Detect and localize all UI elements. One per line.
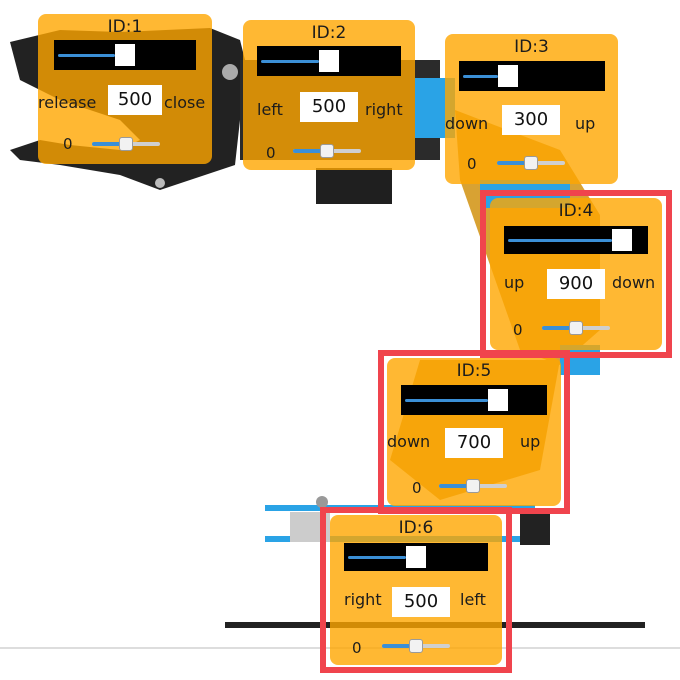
servo-1-min-label: release	[38, 93, 97, 112]
servo-3-zero-label: 0	[467, 155, 477, 173]
servo-4-title: ID:4	[558, 201, 594, 221]
servo-3-value-field[interactable]: 300	[502, 105, 560, 135]
wrist-servo-body	[316, 168, 392, 204]
servo-6-zero-label: 0	[352, 639, 362, 657]
servo-2-title: ID:2	[311, 23, 347, 43]
servo-1-slider-thumb[interactable]	[115, 44, 135, 66]
servo-6-fine-fill	[382, 644, 416, 648]
servo-2-fine-fill	[293, 149, 327, 153]
servo-2-min-label: left	[257, 100, 283, 119]
servo-3-title: ID:3	[514, 37, 549, 57]
servo-6-slider-thumb[interactable]	[406, 546, 426, 568]
servo-3-fine-thumb[interactable]	[524, 156, 538, 170]
servo-2-fine-slider[interactable]	[293, 144, 361, 158]
servo-1-slider-fill	[58, 54, 115, 57]
servo-5-fine-slider[interactable]	[439, 479, 507, 493]
servo-panel-1: ID:1 release 500 close 0	[38, 14, 212, 164]
gripper-screw-2	[155, 178, 165, 188]
servo-4-min-label: up	[504, 273, 525, 292]
servo-5-slider-fill	[405, 399, 488, 402]
servo-6-slider-fill	[348, 556, 406, 559]
servo-5-min-label: down	[387, 432, 431, 451]
servo-1-fine-thumb[interactable]	[119, 137, 133, 151]
servo-5-max-label: up	[520, 432, 541, 451]
servo-6-value-field[interactable]: 500	[392, 587, 450, 617]
servo-1-fine-slider[interactable]	[92, 137, 160, 151]
servo-2-slider-thumb[interactable]	[319, 50, 339, 72]
servo-1-fine-fill	[92, 142, 126, 146]
servo-panel-2: ID:2 left 500 right 0	[243, 20, 415, 170]
servo-5-slider[interactable]	[401, 385, 547, 415]
servo-5-value-field[interactable]: 700	[445, 428, 503, 458]
servo-4-fine-slider[interactable]	[542, 321, 610, 335]
servo-2-value-field[interactable]: 500	[300, 92, 358, 122]
servo-panel-6: ID:6 right 500 left 0	[330, 515, 502, 665]
base-screw	[316, 496, 328, 508]
servo-6-title: ID:6	[398, 518, 434, 538]
servo-6-slider[interactable]	[344, 543, 488, 571]
servo-5-zero-label: 0	[412, 479, 422, 497]
servo-5-fine-thumb[interactable]	[466, 479, 480, 493]
servo-3-fine-slider[interactable]	[497, 156, 565, 170]
servo-2-fine-thumb[interactable]	[320, 144, 334, 158]
servo-panel-5: ID:5 down 700 up 0	[387, 358, 561, 506]
servo-4-slider-thumb[interactable]	[612, 229, 633, 251]
servo-3-slider[interactable]	[459, 61, 605, 91]
servo-panel-4: ID:4 up 900 down 0	[490, 198, 662, 350]
servo-1-zero-label: 0	[63, 135, 73, 153]
servo-6-fine-thumb[interactable]	[409, 639, 423, 653]
servo-5-fine-fill	[439, 484, 473, 488]
servo-2-max-label: right	[365, 100, 403, 119]
gripper-screw	[222, 64, 238, 80]
servo-5-slider-thumb[interactable]	[487, 389, 508, 411]
base-bearing	[290, 512, 330, 542]
servo-1-title: ID:1	[107, 17, 143, 37]
servo-4-max-label: down	[612, 273, 656, 292]
servo-3-min-label: down	[445, 114, 489, 133]
servo-3-slider-thumb[interactable]	[498, 65, 519, 87]
servo-2-slider-fill	[261, 60, 319, 63]
servo-4-value-field[interactable]: 900	[547, 269, 605, 299]
base-servo	[520, 510, 550, 545]
servo-3-fine-fill	[497, 161, 531, 165]
servo-1-slider[interactable]	[54, 40, 196, 70]
servo-4-slider-fill	[508, 239, 613, 242]
servo-4-fine-fill	[542, 326, 576, 330]
servo-2-zero-label: 0	[266, 144, 276, 162]
servo-6-min-label: right	[344, 590, 382, 609]
servo-6-max-label: left	[460, 590, 486, 609]
servo-3-slider-fill	[463, 75, 499, 78]
servo-1-value-field[interactable]: 500	[108, 85, 162, 115]
servo-2-slider[interactable]	[257, 46, 401, 76]
servo-3-max-label: up	[575, 114, 596, 133]
servo-6-fine-slider[interactable]	[382, 639, 450, 653]
servo-1-max-label: close	[164, 93, 206, 112]
servo-5-title: ID:5	[456, 361, 492, 381]
servo-4-slider[interactable]	[504, 226, 648, 254]
servo-4-zero-label: 0	[513, 321, 523, 339]
servo-panel-3: ID:3 down 300 up 0	[445, 34, 618, 184]
servo-4-fine-thumb[interactable]	[569, 321, 583, 335]
